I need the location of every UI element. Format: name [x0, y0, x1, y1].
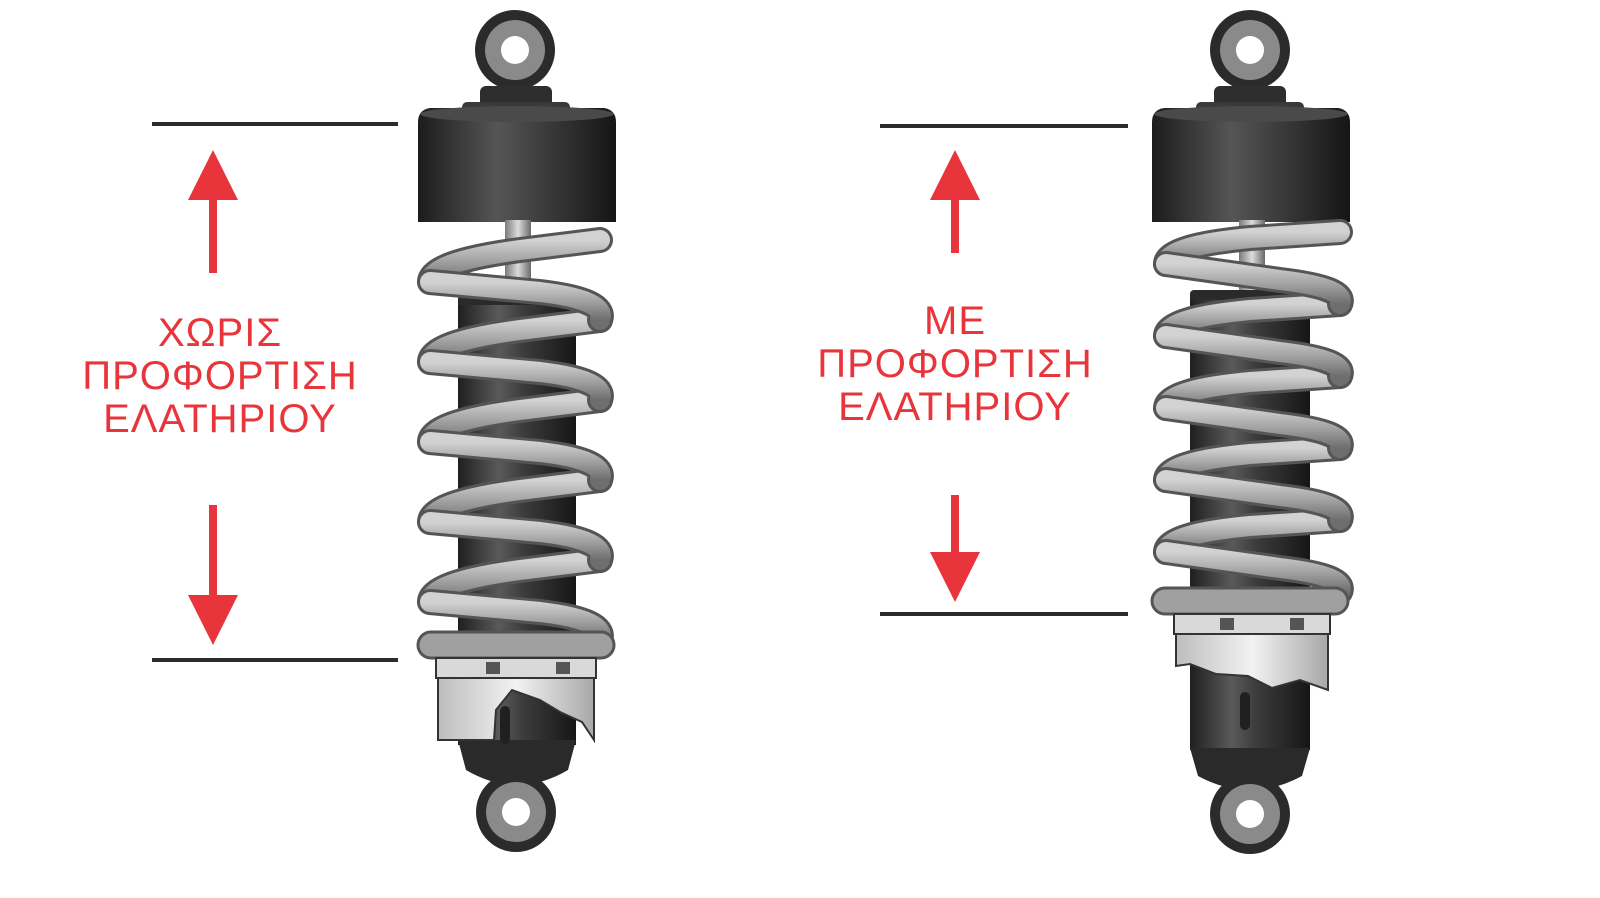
top-reservoir-cap-right — [1152, 86, 1350, 222]
arrow-down-icon — [188, 505, 238, 645]
label-with-preload: ΜΕ ΠΡΟΦΟΡΤΙΣΗ ΕΛΑΤΗΡΙΟΥ — [775, 299, 1135, 430]
label-with-preload-line-3: ΕΛΑΤΗΡΙΟΥ — [838, 385, 1072, 430]
shock-absorber-left — [416, 10, 616, 852]
preload-collar-left — [435, 657, 597, 744]
arrow-down-icon — [930, 495, 980, 602]
top-reservoir-cap-left — [418, 86, 616, 222]
label-without-preload-line-2: ΠΡΟΦΟΡΤΙΣΗ — [82, 354, 358, 399]
preload-collar-right — [1173, 613, 1331, 730]
coil-spring-left — [416, 227, 616, 660]
label-with-preload-line-2: ΠΡΟΦΟΡΤΙΣΗ — [817, 342, 1093, 387]
label-without-preload-line-1: ΧΩΡΙΣ — [157, 311, 283, 355]
bottom-mounting-eye-left — [476, 770, 556, 852]
label-without-preload-line-3: ΕΛΑΤΗΡΙΟΥ — [103, 397, 337, 442]
label-with-preload-line-1: ΜΕ — [924, 299, 986, 343]
arrow-up-icon — [930, 150, 980, 253]
top-mounting-eye-left — [475, 10, 555, 105]
coil-spring-right — [1150, 219, 1354, 616]
shock-absorber-right — [1150, 10, 1354, 854]
arrow-up-icon — [188, 150, 238, 273]
bottom-mounting-eye-right — [1210, 774, 1290, 854]
label-without-preload: ΧΩΡΙΣ ΠΡΟΦΟΡΤΙΣΗ ΕΛΑΤΗΡΙΟΥ — [40, 311, 400, 442]
